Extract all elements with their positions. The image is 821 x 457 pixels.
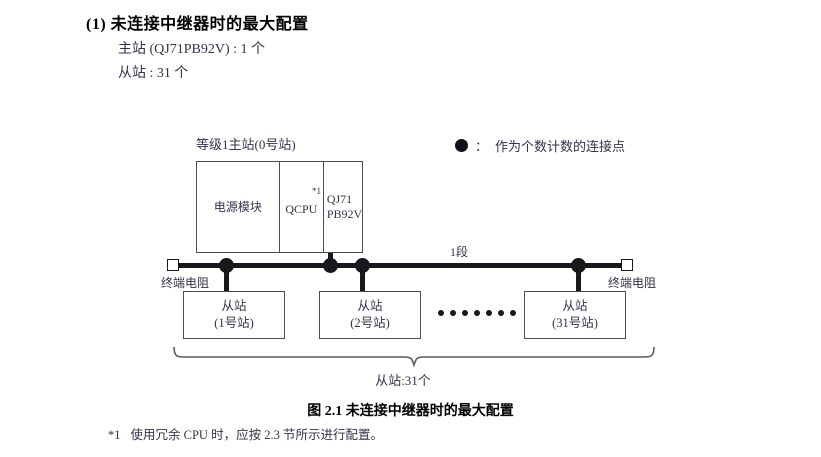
ellipsis-dot [474,310,480,316]
cpu-module-cell: QCPU *1 [280,162,324,252]
slave-station-number: (31号站) [552,316,598,330]
slave-title: 从站 [357,299,383,314]
drop-line-slave1 [224,265,229,291]
terminator-right-icon [621,259,633,271]
connection-node-master [323,258,338,273]
section-heading: (1) 未连接中继器时的最大配置 [86,16,309,33]
slave-station-box: 从站 (31号站) [524,291,626,339]
legend-label: 作为个数计数的连接点 [495,139,626,154]
ellipsis-dot [450,310,456,316]
drop-line-slave2 [360,265,365,291]
slave-group-brace [173,346,655,367]
spec-master-count: 主站 (QJ71PB92V) : 1 个 [118,42,266,57]
slave-station-box: 从站 (2号站) [319,291,421,339]
drop-line-slave31 [576,265,581,291]
slave-group-label: 从站:31个 [375,373,431,388]
footnote: *1 使用冗余 CPU 时，应按 2.3 节所示进行配置。 [108,424,383,443]
terminator-left-icon [167,259,179,271]
power-module-label: 电源模块 [213,199,262,214]
segment-label: 1段 [450,245,469,259]
network-module-cell: QJ71 PB92V [324,162,362,252]
network-module-line1: QJ71 [326,192,353,206]
slave-title: 从站 [562,299,588,314]
figure-caption: 图 2.1 未连接中继器时的最大配置 [307,404,514,419]
legend-separator: ： [475,139,489,154]
slave-station-number: (2号站) [350,316,390,330]
master-station-label: 等级1主站(0号站) [196,137,296,152]
power-module-cell: 电源模块 [197,162,280,252]
ellipsis-dot [498,310,504,316]
ellipsis-dot [486,310,492,316]
bus-trunk-line [174,263,622,268]
legend: ： 作为个数计数的连接点 [455,136,625,155]
cpu-module-label: QCPU [285,201,318,216]
ellipsis-dot [510,310,516,316]
terminator-left-label: 终端电阻 [161,276,210,290]
slave-title: 从站 [221,299,247,314]
master-rack: 电源模块 QCPU *1 QJ71 PB92V [196,161,363,253]
footnote-text: 使用冗余 CPU 时，应按 2.3 节所示进行配置。 [130,428,383,442]
ellipsis-dot [462,310,468,316]
spec-slave-count: 从站 : 31 个 [118,66,189,81]
slave-station-number: (1号站) [214,316,254,330]
ellipsis-dot [438,310,444,316]
network-module-label: QJ71 PB92V [327,192,362,222]
filled-circle-icon [455,139,468,152]
footnote-marker: *1 [108,428,121,442]
terminator-right-label: 终端电阻 [608,276,657,290]
slave-station-box: 从站 (1号站) [183,291,285,339]
network-module-line2: PB92V [326,207,363,221]
ellipsis-dots [438,310,516,316]
cpu-footnote-marker: *1 [312,186,321,196]
